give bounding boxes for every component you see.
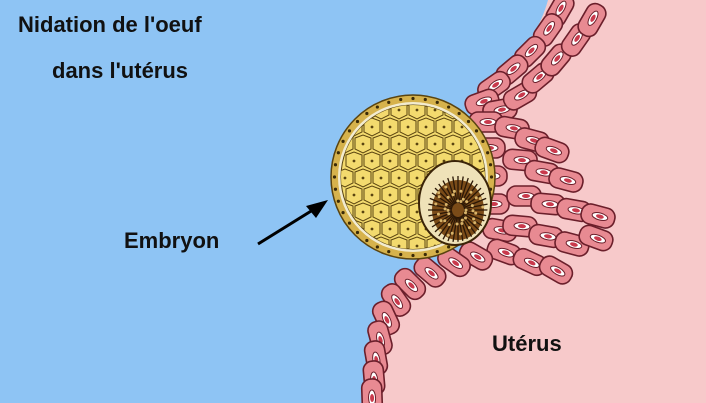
shell-granule bbox=[376, 245, 379, 248]
blastocyst-cell bbox=[382, 220, 398, 238]
shell-granule bbox=[411, 97, 414, 100]
blastocyst-cell bbox=[445, 135, 461, 153]
shell-granule bbox=[436, 101, 439, 104]
blastocyst-cell bbox=[355, 169, 371, 187]
blastocyst-cell bbox=[382, 186, 398, 204]
shell-granule bbox=[333, 175, 336, 178]
shell-granule bbox=[337, 200, 340, 203]
shell-granule bbox=[365, 239, 368, 242]
blastocyst-cell bbox=[355, 135, 371, 153]
blastocyst-cell bbox=[436, 118, 452, 136]
blastocyst-cell bbox=[364, 186, 380, 204]
blastocyst-cell bbox=[391, 203, 407, 221]
shell-granule bbox=[447, 105, 450, 108]
shell-granule bbox=[424, 253, 427, 256]
blastocyst-cell bbox=[418, 118, 434, 136]
blastocyst-cell bbox=[373, 135, 389, 153]
shell-granule bbox=[436, 250, 439, 253]
shell-granule bbox=[356, 120, 359, 123]
embryo-label: Embryon bbox=[124, 228, 219, 254]
blastocyst-cell bbox=[382, 152, 398, 170]
shell-granule bbox=[376, 105, 379, 108]
shell-granule bbox=[467, 120, 470, 123]
blastocyst-cell bbox=[400, 186, 416, 204]
blastocyst-cell bbox=[400, 220, 416, 238]
shell-granule bbox=[458, 112, 461, 115]
blastocyst-cell bbox=[382, 118, 398, 136]
shell-granule bbox=[489, 163, 492, 166]
shell-granule bbox=[490, 175, 493, 178]
blastocyst-cell bbox=[427, 135, 443, 153]
shell-granule bbox=[399, 253, 402, 256]
shell-granule bbox=[337, 151, 340, 154]
shell-granule bbox=[424, 98, 427, 101]
shell-granule bbox=[486, 151, 489, 154]
epithelial-cell bbox=[361, 379, 382, 403]
shell-granule bbox=[348, 129, 351, 132]
shell-granule bbox=[356, 231, 359, 234]
shell-granule bbox=[399, 98, 402, 101]
blastocyst-cell bbox=[346, 152, 362, 170]
blastocyst-cell bbox=[400, 118, 416, 136]
shell-granule bbox=[481, 140, 484, 143]
shell-granule bbox=[348, 222, 351, 225]
blastocyst-cell bbox=[391, 169, 407, 187]
blastocyst-cell bbox=[373, 169, 389, 187]
blastocyst-cell bbox=[364, 152, 380, 170]
shell-granule bbox=[387, 250, 390, 253]
shell-granule bbox=[334, 188, 337, 191]
blastocyst-cell bbox=[409, 135, 425, 153]
blastocyst-cell bbox=[418, 152, 434, 170]
blastocyst-cell bbox=[355, 203, 371, 221]
title-line-1: Nidation de l'oeuf bbox=[18, 12, 202, 38]
shell-granule bbox=[334, 163, 337, 166]
blastocyst-cell bbox=[391, 135, 407, 153]
shell-granule bbox=[387, 101, 390, 104]
title-line-2: dans l'utérus bbox=[52, 58, 188, 84]
shell-granule bbox=[447, 245, 450, 248]
blastocyst-cell bbox=[400, 152, 416, 170]
shell-granule bbox=[411, 254, 414, 257]
shell-granule bbox=[341, 140, 344, 143]
blastocyst-cell bbox=[346, 186, 362, 204]
shell-granule bbox=[365, 112, 368, 115]
uterus-label: Utérus bbox=[492, 331, 562, 357]
shell-granule bbox=[341, 211, 344, 214]
blastocyst-cell bbox=[373, 203, 389, 221]
shell-granule bbox=[475, 129, 478, 132]
